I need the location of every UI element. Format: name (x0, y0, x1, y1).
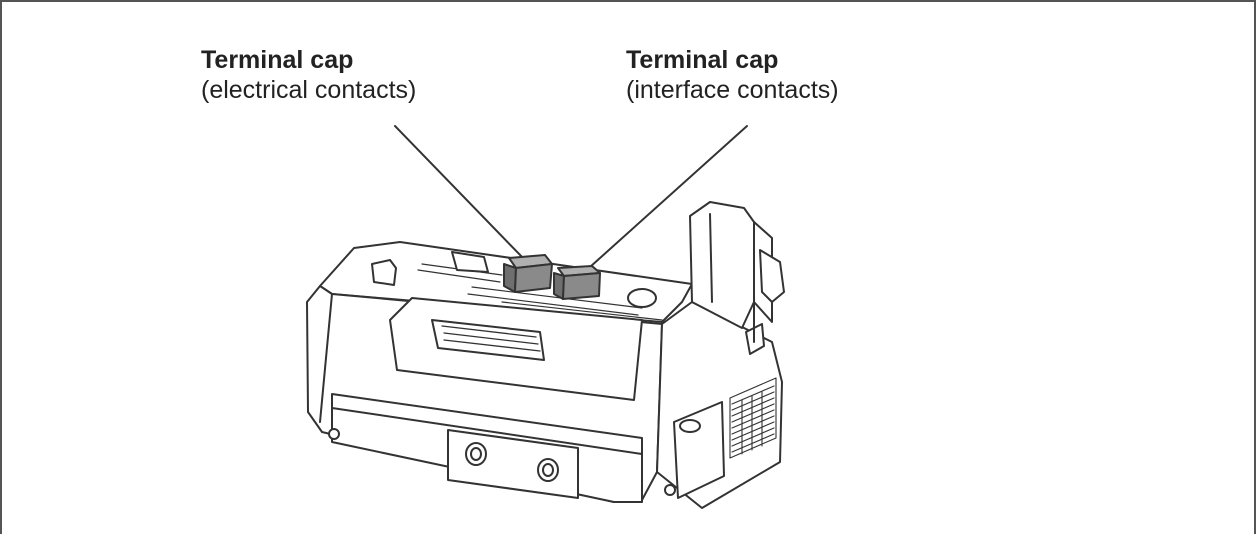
callout-subtitle: (electrical contacts) (201, 75, 417, 104)
callout-title: Terminal cap (201, 46, 354, 74)
foot-left (328, 428, 340, 440)
leader-line-electrical (394, 125, 525, 260)
grip-ridges-texture (441, 325, 541, 352)
leader-line-interface (589, 125, 748, 268)
screw-hole-left (465, 442, 487, 466)
callout-subtitle: (interface contacts) (626, 75, 839, 104)
left-mount-bracket (371, 259, 397, 286)
upright-handle (689, 201, 755, 329)
terminal-cap-interface (553, 265, 601, 300)
callout-interface-contacts: Terminal cap (interface contacts) (626, 46, 839, 105)
front-grip-slot (431, 319, 545, 361)
side-latch (679, 419, 701, 433)
handle-inner-edge (709, 213, 713, 303)
side-vent-grille (729, 377, 777, 459)
callout-electrical-contacts: Terminal cap (electrical contacts) (201, 46, 416, 105)
rear-mount-plate (451, 251, 489, 273)
terminal-cap-electrical (503, 254, 553, 293)
rear-connector (627, 288, 657, 308)
screw-hole-right (537, 458, 559, 482)
callout-title: Terminal cap (626, 46, 779, 74)
foot-right (664, 484, 676, 496)
lower-base-edge (331, 407, 643, 455)
hinge-strap (759, 249, 785, 303)
front-face-edge (319, 293, 333, 423)
